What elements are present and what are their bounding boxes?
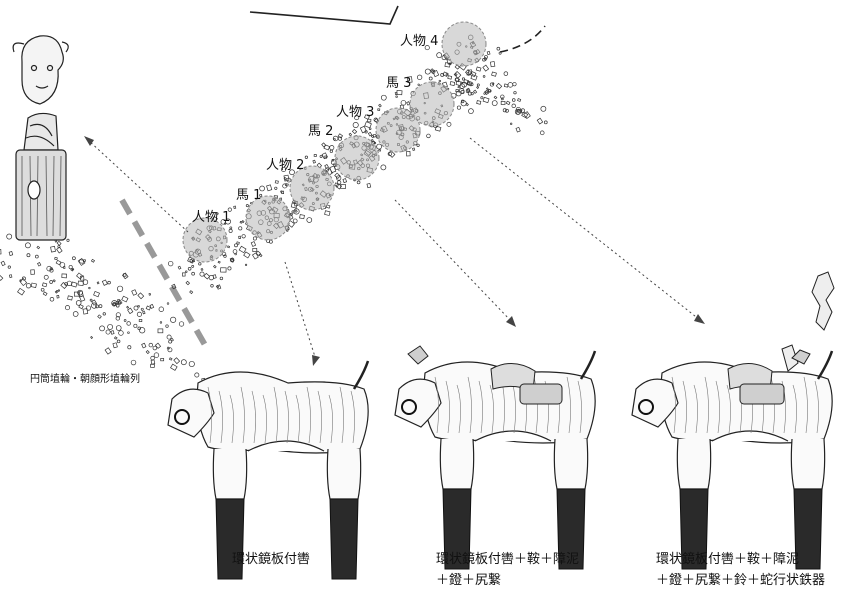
caption-horse2-line2: ＋鐙＋尻繋 xyxy=(436,573,502,588)
cluster-label-person1: 人物 1 xyxy=(192,210,231,225)
cluster-circle-horse3 xyxy=(409,81,455,127)
cluster-circle-person2 xyxy=(289,165,335,211)
caption-horse2: 環状鏡板付轡＋鞍＋障泥 ＋鐙＋尻繋 xyxy=(436,549,579,591)
caption-horse3-line2: ＋鐙＋尻繋＋鈴＋蛇行状鉄器 xyxy=(656,573,826,588)
cluster-label-person4: 人物 4 xyxy=(400,34,439,49)
leader-arrows xyxy=(87,137,701,361)
caption-horse3: 環状鏡板付轡＋鞍＋障泥 ＋鐙＋尻繋＋鈴＋蛇行状鉄器 xyxy=(656,549,825,591)
arrow-head-figure xyxy=(84,136,94,146)
cluster-label-person2: 人物 2 xyxy=(266,158,305,173)
horse-haniwa-3 xyxy=(631,344,834,570)
leader-arrow-horse1 xyxy=(284,261,317,361)
trench-boundary xyxy=(249,5,546,53)
caption-horse1-line1: 環状鏡板付轡 xyxy=(232,552,311,567)
cluster-label-horse3: 馬 3 xyxy=(386,76,412,91)
cluster-label-person3: 人物 3 xyxy=(336,105,375,120)
human-haniwa-drawing xyxy=(12,35,69,241)
leader-arrow-figure xyxy=(87,139,189,233)
arrow-head-horse1 xyxy=(312,355,320,366)
horse-haniwa-1 xyxy=(167,360,370,580)
tack-details xyxy=(407,271,835,405)
cluster-circle-person4 xyxy=(441,21,487,67)
horse-haniwa-2 xyxy=(394,350,597,570)
leader-arrow-horse2 xyxy=(394,199,513,323)
caption-horse1: 環状鏡板付轡 xyxy=(232,549,310,570)
cluster-circle-horse1 xyxy=(245,195,291,241)
cluster-label-horse2: 馬 2 xyxy=(308,124,334,139)
arrow-head-horse2 xyxy=(506,316,516,327)
arrow-heads xyxy=(84,136,705,366)
caption-horse3-line1: 環状鏡板付轡＋鞍＋障泥 xyxy=(656,552,800,567)
caption-horse2-line1: 環状鏡板付轡＋鞍＋障泥 xyxy=(436,552,580,567)
arrow-head-horse3 xyxy=(694,314,705,324)
leader-arrow-horse3 xyxy=(469,137,701,321)
cluster-markers xyxy=(182,21,487,263)
cluster-label-horse1: 馬 1 xyxy=(236,188,262,203)
haniwa-row-marker xyxy=(119,198,208,347)
cluster-circle-person1 xyxy=(182,217,228,263)
haniwa-row-label: 円筒埴輪・朝顔形埴輪列 xyxy=(30,374,140,385)
cluster-circle-horse2 xyxy=(334,135,380,181)
cluster-circle-person3 xyxy=(375,107,421,153)
